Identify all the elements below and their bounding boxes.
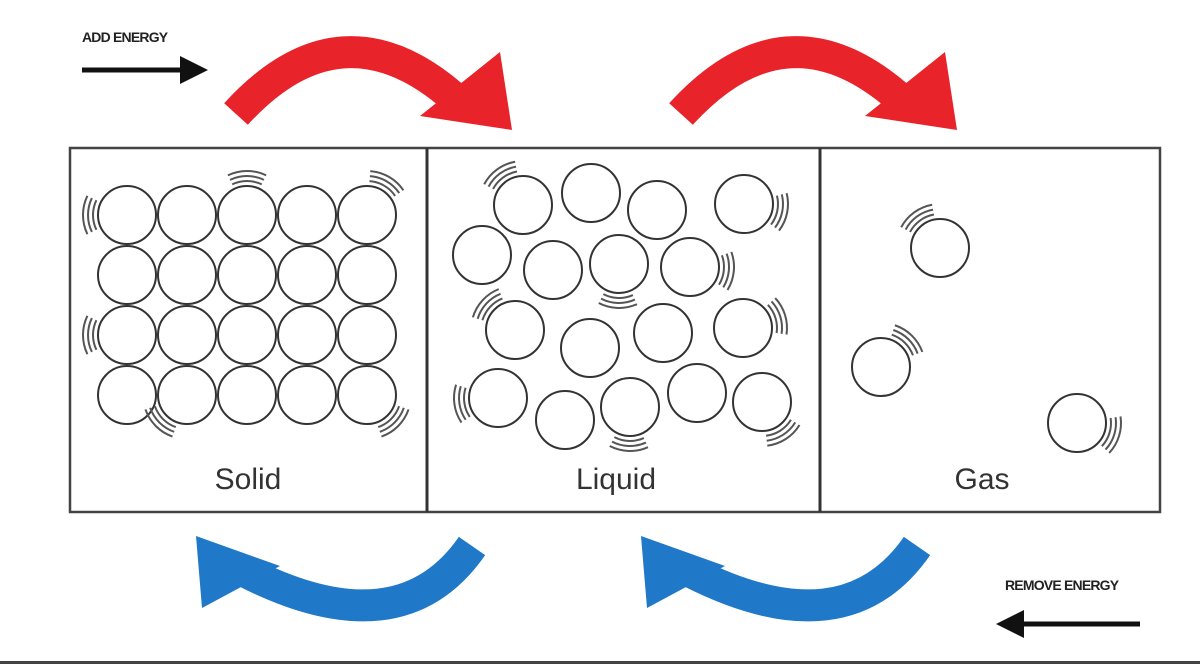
vibration-mark [765,419,801,447]
gas-particle [1047,393,1107,453]
solid-particle [97,365,157,425]
solid-particle [277,245,337,305]
solid-particle [217,245,277,305]
vibration-mark [900,203,935,233]
solid-particle [157,245,217,305]
evaporation-arrow-icon [669,36,957,130]
solid-particle [277,305,337,365]
solid-particle [97,185,157,245]
vibration-mark [770,192,789,232]
liquid-particle [523,240,583,300]
gas-particle [910,218,970,278]
liquid-particle [627,180,687,240]
vibration-mark [598,293,638,309]
liquid-particle [561,163,621,223]
liquid-particle [600,377,660,437]
solid-particle [157,365,217,425]
liquid-particle [560,318,620,378]
condensation-arrow-icon [641,536,931,622]
vibration-mark [82,315,98,355]
solid-particle [277,185,337,245]
vibration-mark [144,405,177,438]
liquid-particle [667,363,727,423]
liquid-particle [633,303,693,363]
remove-energy-label: REMOVE ENERGY [1005,577,1120,593]
solid-particle [217,185,277,245]
vibration-mark [767,297,788,335]
vibration-mark [471,288,503,321]
liquid-particle [660,237,720,297]
solid-particle [337,245,397,305]
liquid-particle [713,298,773,358]
bottom-border [0,661,1200,664]
vibration-mark [1101,416,1122,454]
vibration-mark [483,160,518,190]
remove-energy-arrow-icon [996,610,1140,638]
gas-particle [851,337,911,397]
vibration-mark [453,384,471,424]
liquid-particle [493,175,553,235]
solid-label: Solid [215,463,282,496]
state-panels [68,146,1162,514]
solid-particle [157,305,217,365]
vibration-mark [227,170,267,186]
liquid-particle [452,225,512,285]
vibration-mark [369,170,405,197]
liquid-particle [714,174,774,234]
melting-arrow-icon [224,36,512,130]
vibration-mark [82,195,98,235]
liquid-label: Liquid [576,463,656,496]
solid-particle [97,245,157,305]
liquid-particle [485,300,545,360]
solid-particle [337,365,397,425]
freezing-arrow-icon [196,536,486,622]
solid-particle [217,305,277,365]
vibration-mark [891,324,924,356]
vibration-mark [718,251,735,291]
add-energy-label: ADD ENERGY [82,29,169,45]
solid-particle [97,305,157,365]
solid-particle [217,365,277,425]
solid-particle [157,185,217,245]
liquid-particle [732,372,792,432]
solid-particle [337,185,397,245]
vibration-mark [609,436,649,452]
add-energy-arrow-icon [82,56,208,84]
solid-particle [337,305,397,365]
vibration-mark [377,405,410,438]
solid-particle [277,365,337,425]
liquid-particle [589,234,649,294]
liquid-particle [535,390,595,450]
liquid-particle [468,368,528,428]
gas-label: Gas [954,463,1009,496]
